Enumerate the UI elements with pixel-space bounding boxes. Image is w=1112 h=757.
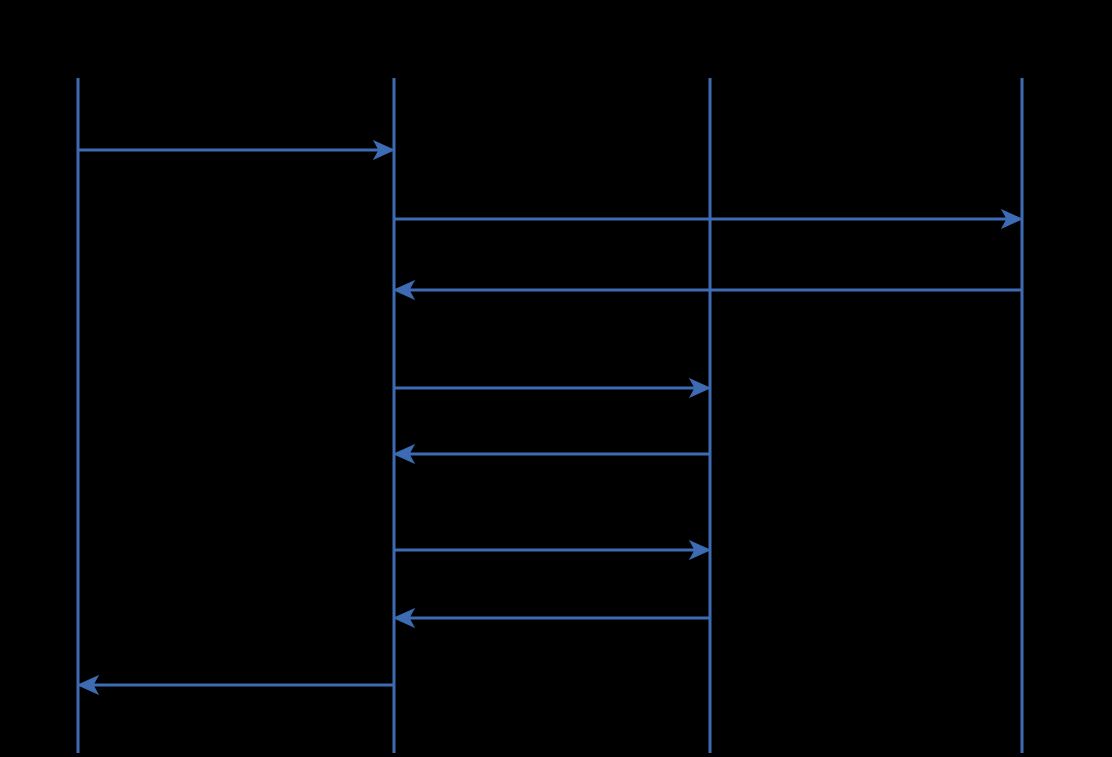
message-arrow-4-head [688,377,712,399]
message-arrow-2-head [1000,208,1024,230]
message-arrow-6-head [688,539,712,561]
message-arrow-7-head [392,607,416,629]
message-arrow-1-head [372,139,396,161]
message-arrow-8-head [76,674,100,696]
message-arrow-5-head [392,443,416,465]
message-arrow-3-head [392,279,416,301]
